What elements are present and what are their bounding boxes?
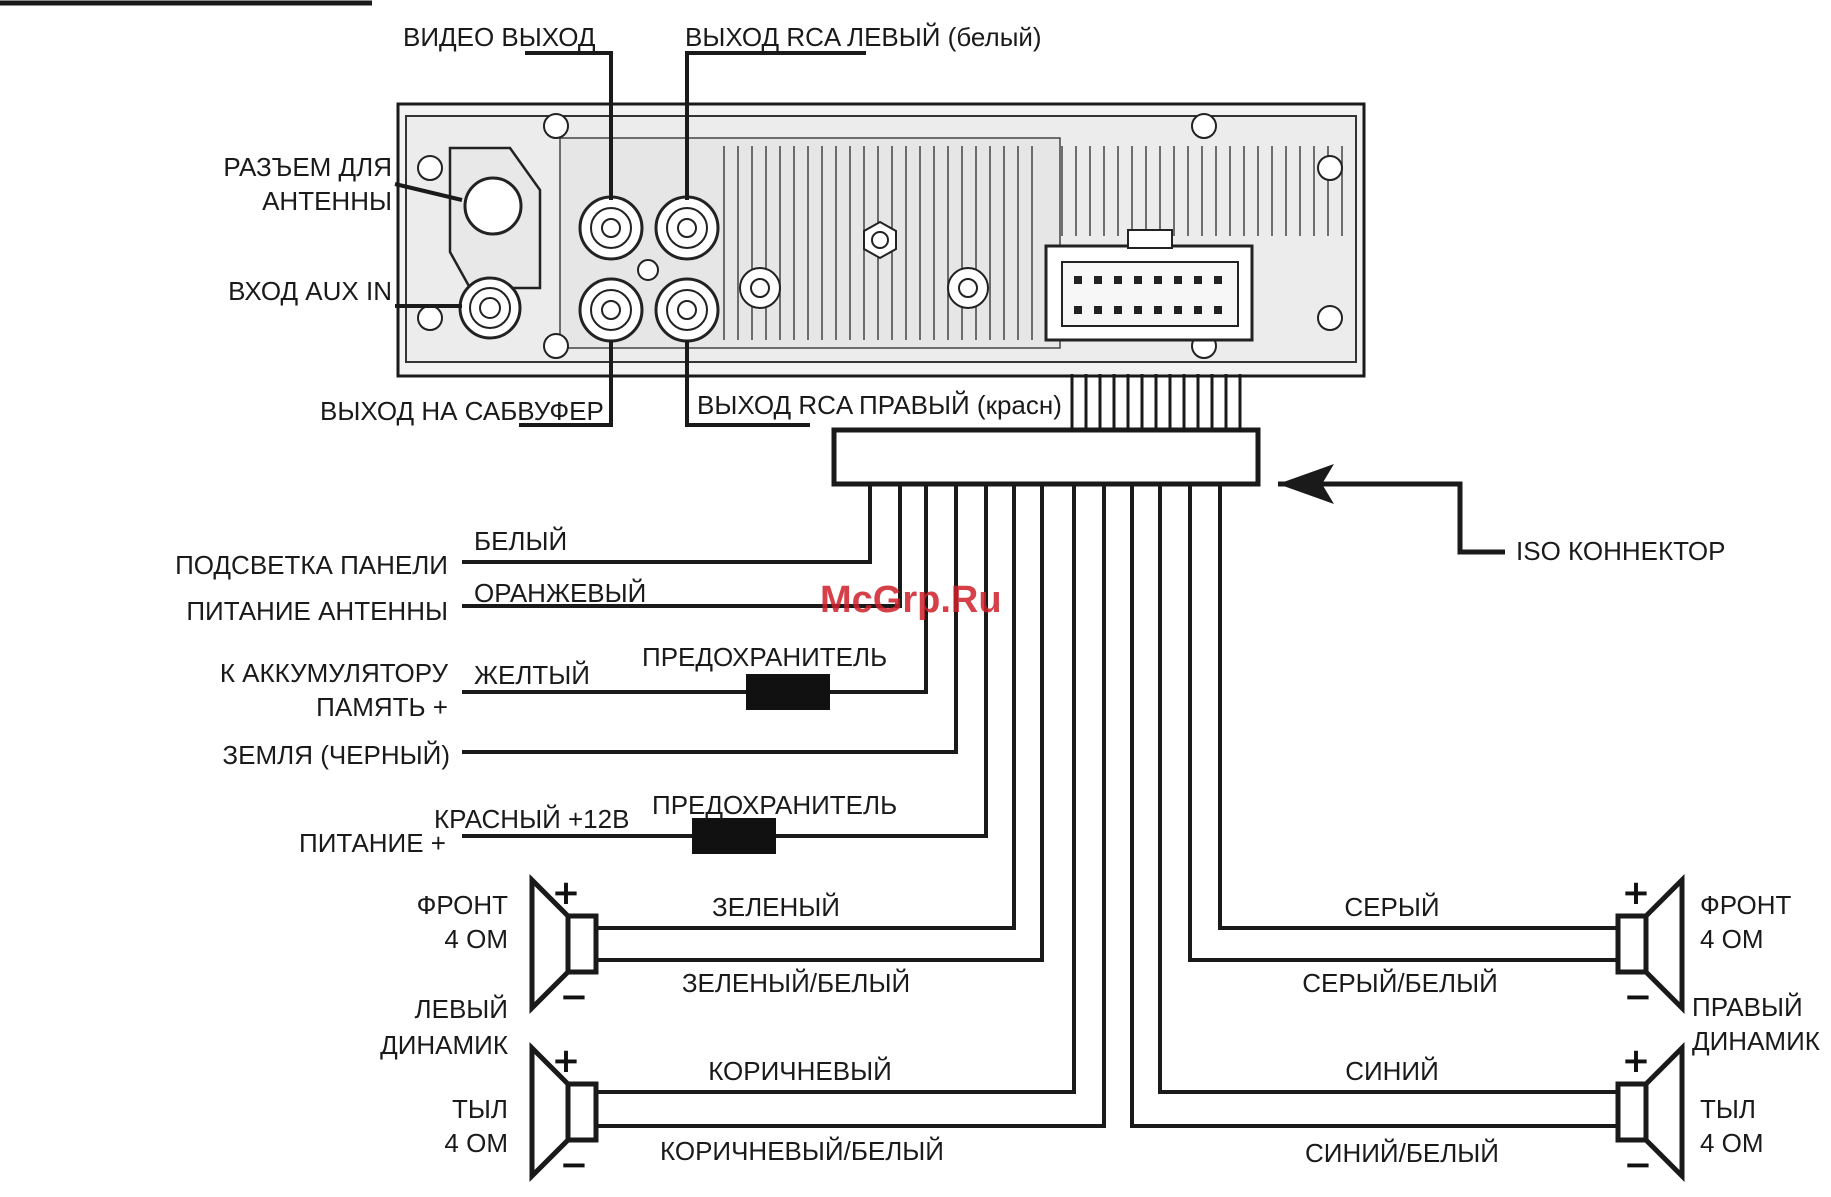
aux-jack bbox=[458, 276, 522, 340]
label-rf-2: 4 ОМ bbox=[1700, 924, 1764, 954]
label-orange: ОРАНЖЕВЫЙ bbox=[474, 578, 646, 608]
label-panel-light: ПОДСВЕТКА ПАНЕЛИ bbox=[175, 550, 448, 580]
label-antenna-power: ПИТАНИЕ АНТЕННЫ bbox=[186, 596, 448, 626]
iso-arrow bbox=[1278, 464, 1505, 555]
label-battery-1: К АККУМУЛЯТОРУ bbox=[220, 658, 449, 688]
antenna-socket bbox=[463, 176, 523, 236]
label-brown-white: КОРИЧНЕВЫЙ/БЕЛЫЙ bbox=[660, 1136, 944, 1166]
speaker-icon bbox=[529, 873, 1685, 1183]
polarity-marks: + − + − + − + − bbox=[552, 873, 1653, 1185]
label-brown: КОРИЧНЕВЫЙ bbox=[708, 1056, 892, 1086]
label-antenna-2: АНТЕННЫ bbox=[262, 186, 392, 216]
label-fuse-power: ПРЕДОХРАНИТЕЛЬ bbox=[652, 790, 897, 820]
label-lf-2: 4 ОМ bbox=[444, 924, 508, 954]
label-white: БЕЛЫЙ bbox=[474, 526, 567, 556]
label-left-2: ДИНАМИК bbox=[380, 1030, 508, 1060]
label-rr-1: ТЫЛ bbox=[1700, 1094, 1756, 1124]
label-yellow: ЖЕЛТЫЙ bbox=[474, 660, 590, 690]
label-right-2: ДИНАМИК bbox=[1692, 1026, 1820, 1056]
label-rr-2: 4 ОМ bbox=[1700, 1128, 1764, 1158]
wire-harness bbox=[462, 484, 1616, 1128]
label-rf-1: ФРОНТ bbox=[1700, 890, 1792, 920]
svg-text:+: + bbox=[552, 1041, 581, 1081]
unit-leaders bbox=[394, 51, 866, 427]
label-green-white: ЗЕЛЕНЫЙ/БЕЛЫЙ bbox=[682, 968, 910, 998]
label-ground: ЗЕМЛЯ (ЧЕРНЫЙ) bbox=[222, 740, 450, 770]
label-right-1: ПРАВЫЙ bbox=[1692, 992, 1803, 1022]
svg-text:−: − bbox=[1624, 1145, 1653, 1185]
label-rca-right: ВЫХОД RCA ПРАВЫЙ (красн) bbox=[697, 390, 1062, 420]
label-lr-1: ТЫЛ bbox=[452, 1094, 508, 1124]
svg-text:−: − bbox=[560, 977, 589, 1017]
label-antenna-1: РАЗЪЕМ ДЛЯ bbox=[223, 152, 392, 182]
label-iso-connector: ISO КОННЕКТОР bbox=[1516, 536, 1725, 566]
svg-text:+: + bbox=[1622, 1041, 1651, 1081]
iso-socket bbox=[1044, 229, 1254, 342]
label-aux-in: ВХОД AUX IN bbox=[228, 276, 392, 306]
label-rca-left: ВЫХОД RCA ЛЕВЫЙ (белый) bbox=[685, 22, 1042, 52]
label-subwoofer: ВЫХОД НА САБВУФЕР bbox=[320, 396, 604, 426]
label-gray: СЕРЫЙ bbox=[1344, 892, 1439, 922]
label-blue: СИНИЙ bbox=[1345, 1056, 1439, 1086]
svg-text:−: − bbox=[1624, 977, 1653, 1017]
label-power: ПИТАНИЕ + bbox=[299, 828, 446, 858]
label-video-out: ВИДЕО ВЫХОД bbox=[403, 22, 596, 52]
label-fuse-battery: ПРЕДОХРАНИТЕЛЬ bbox=[642, 642, 887, 672]
label-gray-white: СЕРЫЙ/БЕЛЫЙ bbox=[1302, 968, 1498, 998]
label-battery-2: ПАМЯТЬ + bbox=[316, 692, 448, 722]
svg-text:−: − bbox=[560, 1145, 589, 1185]
watermark: McGrp.Ru bbox=[820, 579, 1002, 621]
label-left-1: ЛЕВЫЙ bbox=[415, 994, 508, 1024]
label-blue-white: СИНИЙ/БЕЛЫЙ bbox=[1305, 1138, 1499, 1168]
fuse-power bbox=[692, 818, 776, 854]
label-lr-2: 4 ОМ bbox=[444, 1128, 508, 1158]
iso-connector-block bbox=[831, 427, 1261, 487]
label-red: КРАСНЫЙ +12В bbox=[434, 804, 629, 834]
svg-text:+: + bbox=[1622, 873, 1651, 913]
rca-jacks bbox=[578, 195, 720, 343]
head-unit bbox=[396, 102, 1366, 430]
svg-text:+: + bbox=[552, 873, 581, 913]
label-lf-1: ФРОНТ bbox=[417, 890, 509, 920]
fuse-battery bbox=[746, 674, 830, 710]
label-green: ЗЕЛЕНЫЙ bbox=[712, 892, 840, 922]
